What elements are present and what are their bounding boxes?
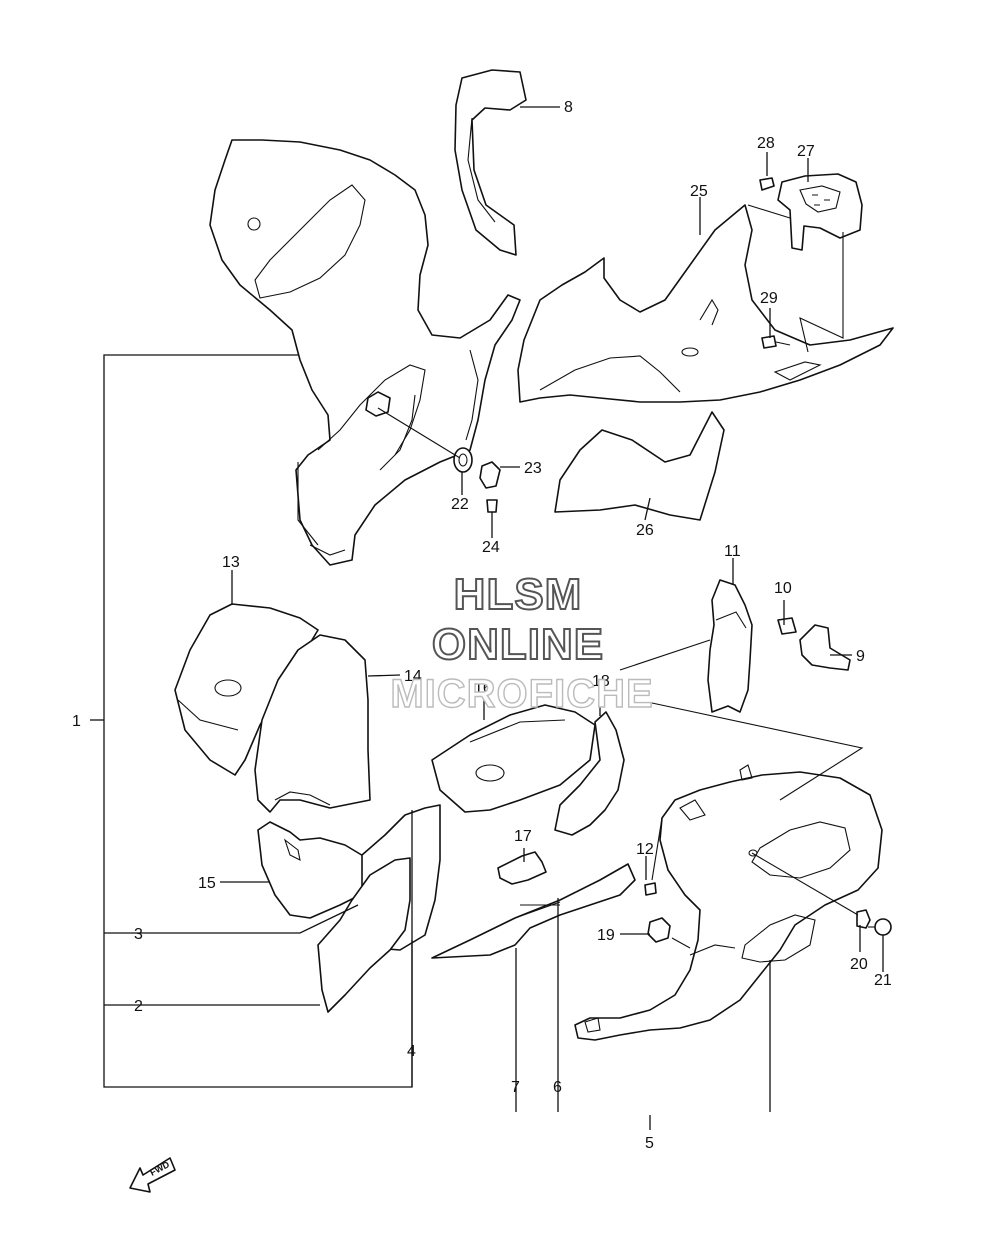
callout-23[interactable]: 23 <box>524 460 542 477</box>
callout-1[interactable]: 1 <box>72 713 81 730</box>
callout-13[interactable]: 13 <box>222 554 240 571</box>
leader-lines <box>220 106 884 1130</box>
callout-28[interactable]: 28 <box>757 135 775 152</box>
part-12-screw <box>644 882 657 896</box>
part-9-stay <box>799 624 851 671</box>
part-20-nut <box>856 909 871 929</box>
part-3-upper-fairing <box>209 139 521 566</box>
callout-24[interactable]: 24 <box>482 539 500 556</box>
callout-labels: 1 2 3 4 5 6 7 8 9 10 11 12 13 14 15 16 1… <box>72 99 892 1152</box>
relation-lines <box>377 204 864 949</box>
callout-16[interactable]: 16 <box>474 680 492 697</box>
callout-3[interactable]: 3 <box>134 926 143 943</box>
part-29-screw <box>761 335 791 349</box>
callout-6[interactable]: 6 <box>553 1079 562 1096</box>
callout-22[interactable]: 22 <box>451 496 469 513</box>
part-16-panel <box>431 704 596 813</box>
callout-29[interactable]: 29 <box>760 290 778 307</box>
callout-12[interactable]: 12 <box>636 841 654 858</box>
callout-19[interactable]: 19 <box>597 927 615 944</box>
part-28-screw <box>759 177 775 191</box>
callout-21[interactable]: 21 <box>874 972 892 989</box>
callout-11[interactable]: 11 <box>724 543 741 560</box>
callout-17[interactable]: 17 <box>514 828 532 845</box>
callout-27[interactable]: 27 <box>797 143 815 160</box>
watermark-line-3: MICROFICHE <box>390 671 654 716</box>
part-17-clip <box>497 851 547 885</box>
callout-18[interactable]: 18 <box>592 673 610 690</box>
callout-2[interactable]: 2 <box>134 998 143 1015</box>
callout-26[interactable]: 26 <box>636 522 654 539</box>
part-14-inner-panel <box>254 634 371 813</box>
part-2-panel <box>317 857 411 1013</box>
part-26-panel <box>554 411 725 521</box>
fwd-arrow-icon: FWD <box>129 1157 176 1193</box>
callout-5[interactable]: 5 <box>645 1135 654 1152</box>
part-27-bracket <box>777 173 863 251</box>
callout-10[interactable]: 10 <box>774 580 792 597</box>
part-8-duct <box>454 69 527 256</box>
callout-14[interactable]: 14 <box>404 668 422 685</box>
part-23-nut <box>479 461 501 489</box>
watermark-line-1: HLSM <box>453 569 583 620</box>
part-25-right-fairing <box>517 204 894 403</box>
callout-4[interactable]: 4 <box>407 1043 416 1060</box>
part-22-grommet <box>365 391 473 473</box>
callout-25[interactable]: 25 <box>690 183 708 200</box>
part-11-bracket <box>707 579 753 713</box>
part-18-panel <box>554 711 625 836</box>
part-21-bolt <box>868 918 892 936</box>
watermark-line-2: ONLINE <box>431 619 605 670</box>
part-24-bolt <box>486 499 498 513</box>
callout-9[interactable]: 9 <box>856 648 865 665</box>
part-19-grommet <box>647 917 671 943</box>
callout-8[interactable]: 8 <box>564 99 573 116</box>
callout-20[interactable]: 20 <box>850 956 868 973</box>
callout-7[interactable]: 7 <box>511 1079 520 1096</box>
callout-15[interactable]: 15 <box>198 875 216 892</box>
part-10-screw <box>777 617 797 635</box>
